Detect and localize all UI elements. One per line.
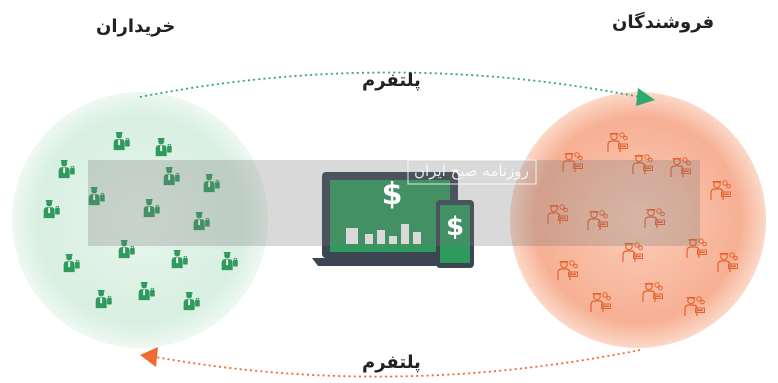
- platform-top-label: پلتفرم: [362, 70, 421, 91]
- watermark-band: [88, 160, 700, 246]
- watermark-text: روزنامه صبح ایران: [414, 162, 529, 180]
- laptop-dollar-icon: $: [381, 177, 403, 212]
- laptop-icon: [312, 172, 468, 266]
- sellers-circle: [510, 92, 766, 348]
- bottom-arrowhead: [140, 347, 158, 367]
- watermark-box: [407, 159, 537, 185]
- sellers-label: فروشندگان: [612, 12, 715, 33]
- platform-bottom-label: پلتفرم: [362, 352, 421, 373]
- top-arrowhead: [636, 88, 655, 106]
- phone-dollar-icon: $: [445, 212, 465, 242]
- top-platform-arrow: [139, 71, 641, 98]
- buyers-circle: [12, 92, 268, 348]
- buyers-label: خریداران: [96, 16, 176, 37]
- phone-icon: [436, 200, 474, 268]
